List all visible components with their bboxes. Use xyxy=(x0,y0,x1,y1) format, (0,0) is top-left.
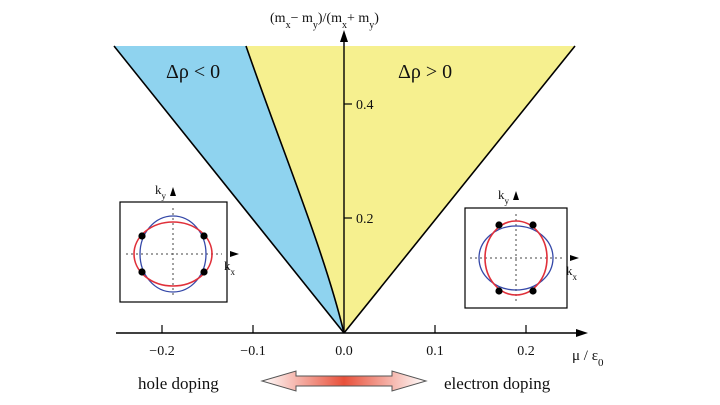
blue-curve xyxy=(478,225,554,291)
region-positive-label: Δρ > 0 xyxy=(398,61,452,83)
hole-doping-label: hole doping xyxy=(138,374,219,393)
y-tick-label-0-2: 0.2 xyxy=(356,212,374,227)
crossing-dot xyxy=(138,232,146,240)
boundary-right xyxy=(343,45,576,334)
blue-curve xyxy=(139,215,207,293)
y-tick-label-0-4: 0.4 xyxy=(356,98,374,113)
crossing-dot xyxy=(529,221,537,229)
crossing-dot xyxy=(495,221,503,229)
x-tick-label-0-1: 0.1 xyxy=(426,344,444,359)
inset-left-kx-label: kx xyxy=(224,258,236,277)
x-tick-label-0-0: 0.0 xyxy=(335,344,353,359)
boundary-left xyxy=(113,45,345,334)
x-tick-label-m0-1: −0.1 xyxy=(240,344,265,359)
crossing-dot xyxy=(138,268,146,276)
inset-electron-fermi-surface xyxy=(464,191,579,309)
crossing-dot xyxy=(200,232,208,240)
region-negative-label: Δρ < 0 xyxy=(166,61,220,83)
y-axis-arrow xyxy=(340,30,348,42)
x-axis-arrow xyxy=(576,329,588,337)
crossing-dot xyxy=(495,287,503,295)
boundary-curve xyxy=(245,45,345,334)
inset-hole-fermi-surface xyxy=(119,187,239,303)
red-curve xyxy=(133,221,213,287)
x-tick-label-m0-2: −0.2 xyxy=(149,344,174,359)
double-arrow-icon xyxy=(260,370,428,392)
crossing-dot xyxy=(200,268,208,276)
crossing-dot xyxy=(529,287,537,295)
x-tick-label-0-2: 0.2 xyxy=(517,344,535,359)
inset-right-ky-label: ky xyxy=(498,187,510,206)
inset-right-kx-label: kx xyxy=(566,263,578,282)
inset-left-ky-label: ky xyxy=(155,182,167,201)
red-curve xyxy=(484,220,548,296)
y-axis-label: (mx− my)/(mx+ my) xyxy=(270,11,379,31)
electron-doping-label: electron doping xyxy=(444,374,551,393)
x-axis-label: μ / ε0 xyxy=(572,348,604,369)
region-positive xyxy=(246,46,575,333)
